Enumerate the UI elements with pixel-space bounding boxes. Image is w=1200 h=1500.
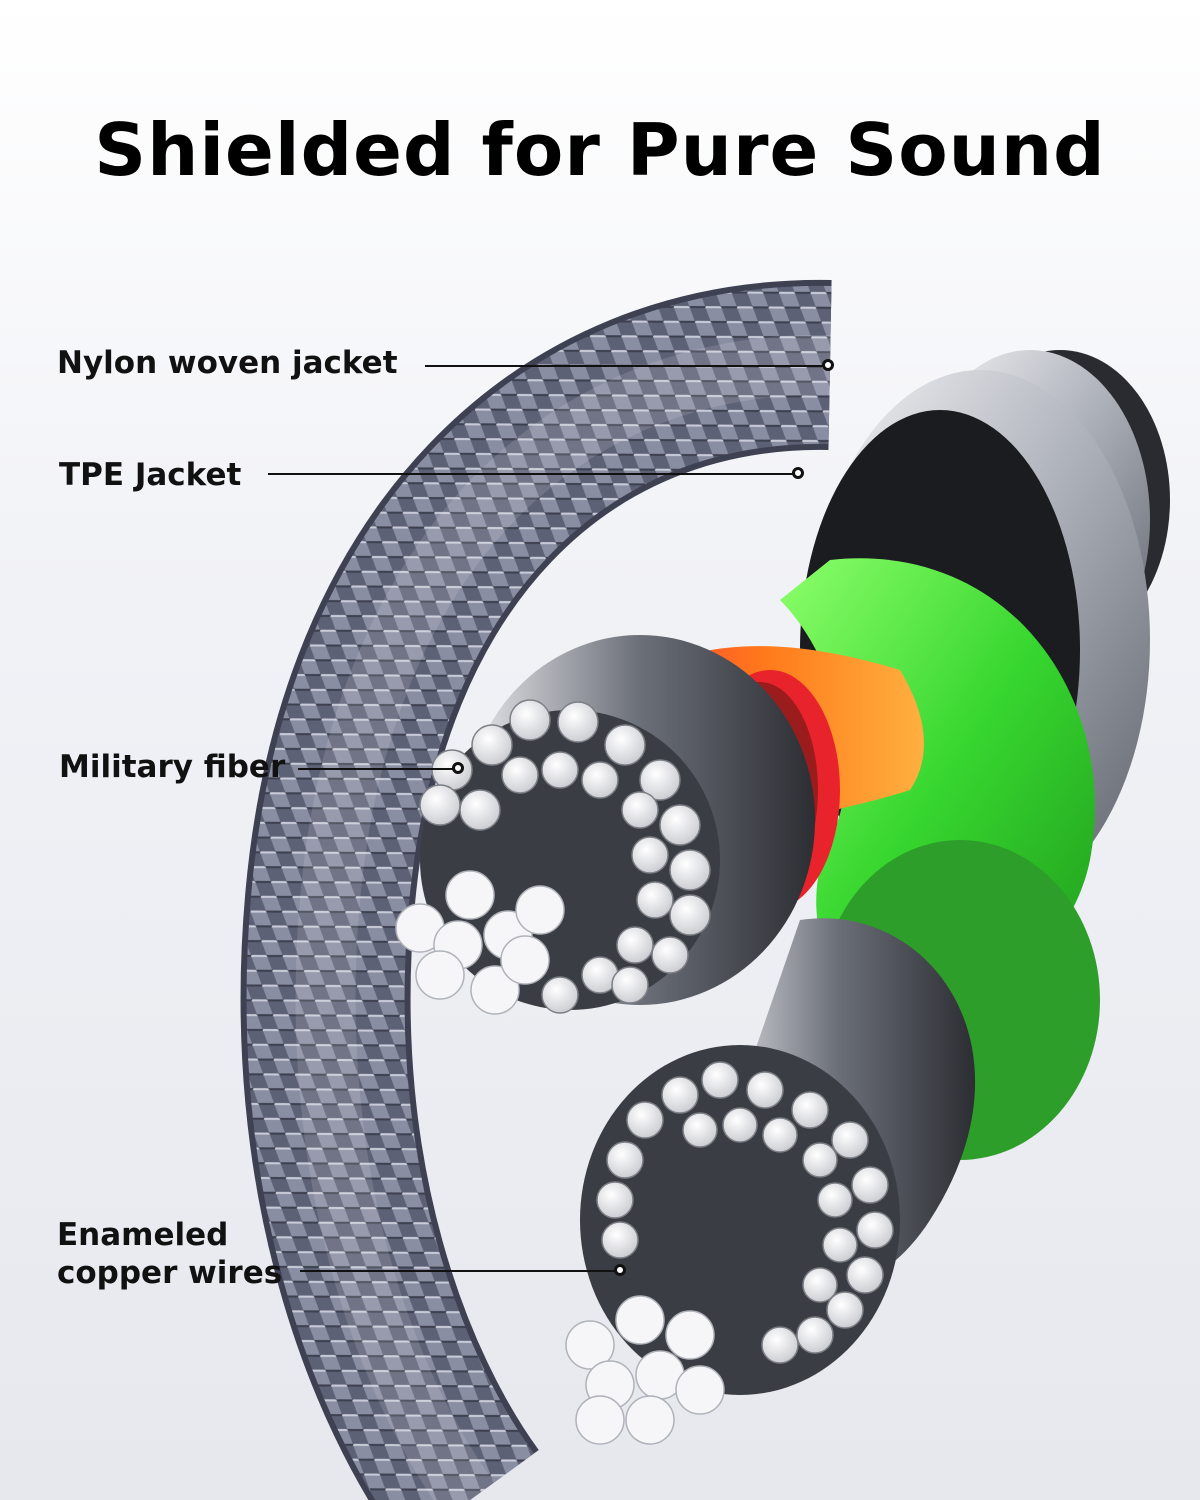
pointer-dot-tpe [792, 467, 804, 479]
nylon-braided-jacket [240, 279, 832, 1500]
copper-strands-lower [565, 1295, 725, 1445]
label-copper-line-1: Enameled [57, 1217, 229, 1253]
label-military-fiber: Military fiber [59, 749, 286, 785]
leader-line-nylon [425, 365, 823, 367]
page-title: Shielded for Pure Sound [94, 108, 1106, 193]
pointer-dot-military [452, 762, 464, 774]
label-tpe-jacket: TPE Jacket [59, 457, 242, 493]
leader-line-tpe [268, 473, 793, 475]
leader-line-military [298, 768, 453, 770]
label-nylon-woven-jacket: Nylon woven jacket [57, 345, 398, 381]
label-copper-line-2: copper wires [57, 1255, 283, 1291]
label-enameled-copper-wires: Enameled copper wires [57, 1216, 282, 1292]
leader-line-copper [300, 1270, 615, 1272]
pointer-dot-copper [614, 1264, 626, 1276]
military-fiber-strands-upper [419, 699, 711, 1014]
military-fiber-strands-lower [596, 1061, 894, 1364]
copper-strands-upper [395, 870, 565, 1015]
pointer-dot-nylon [822, 359, 834, 371]
